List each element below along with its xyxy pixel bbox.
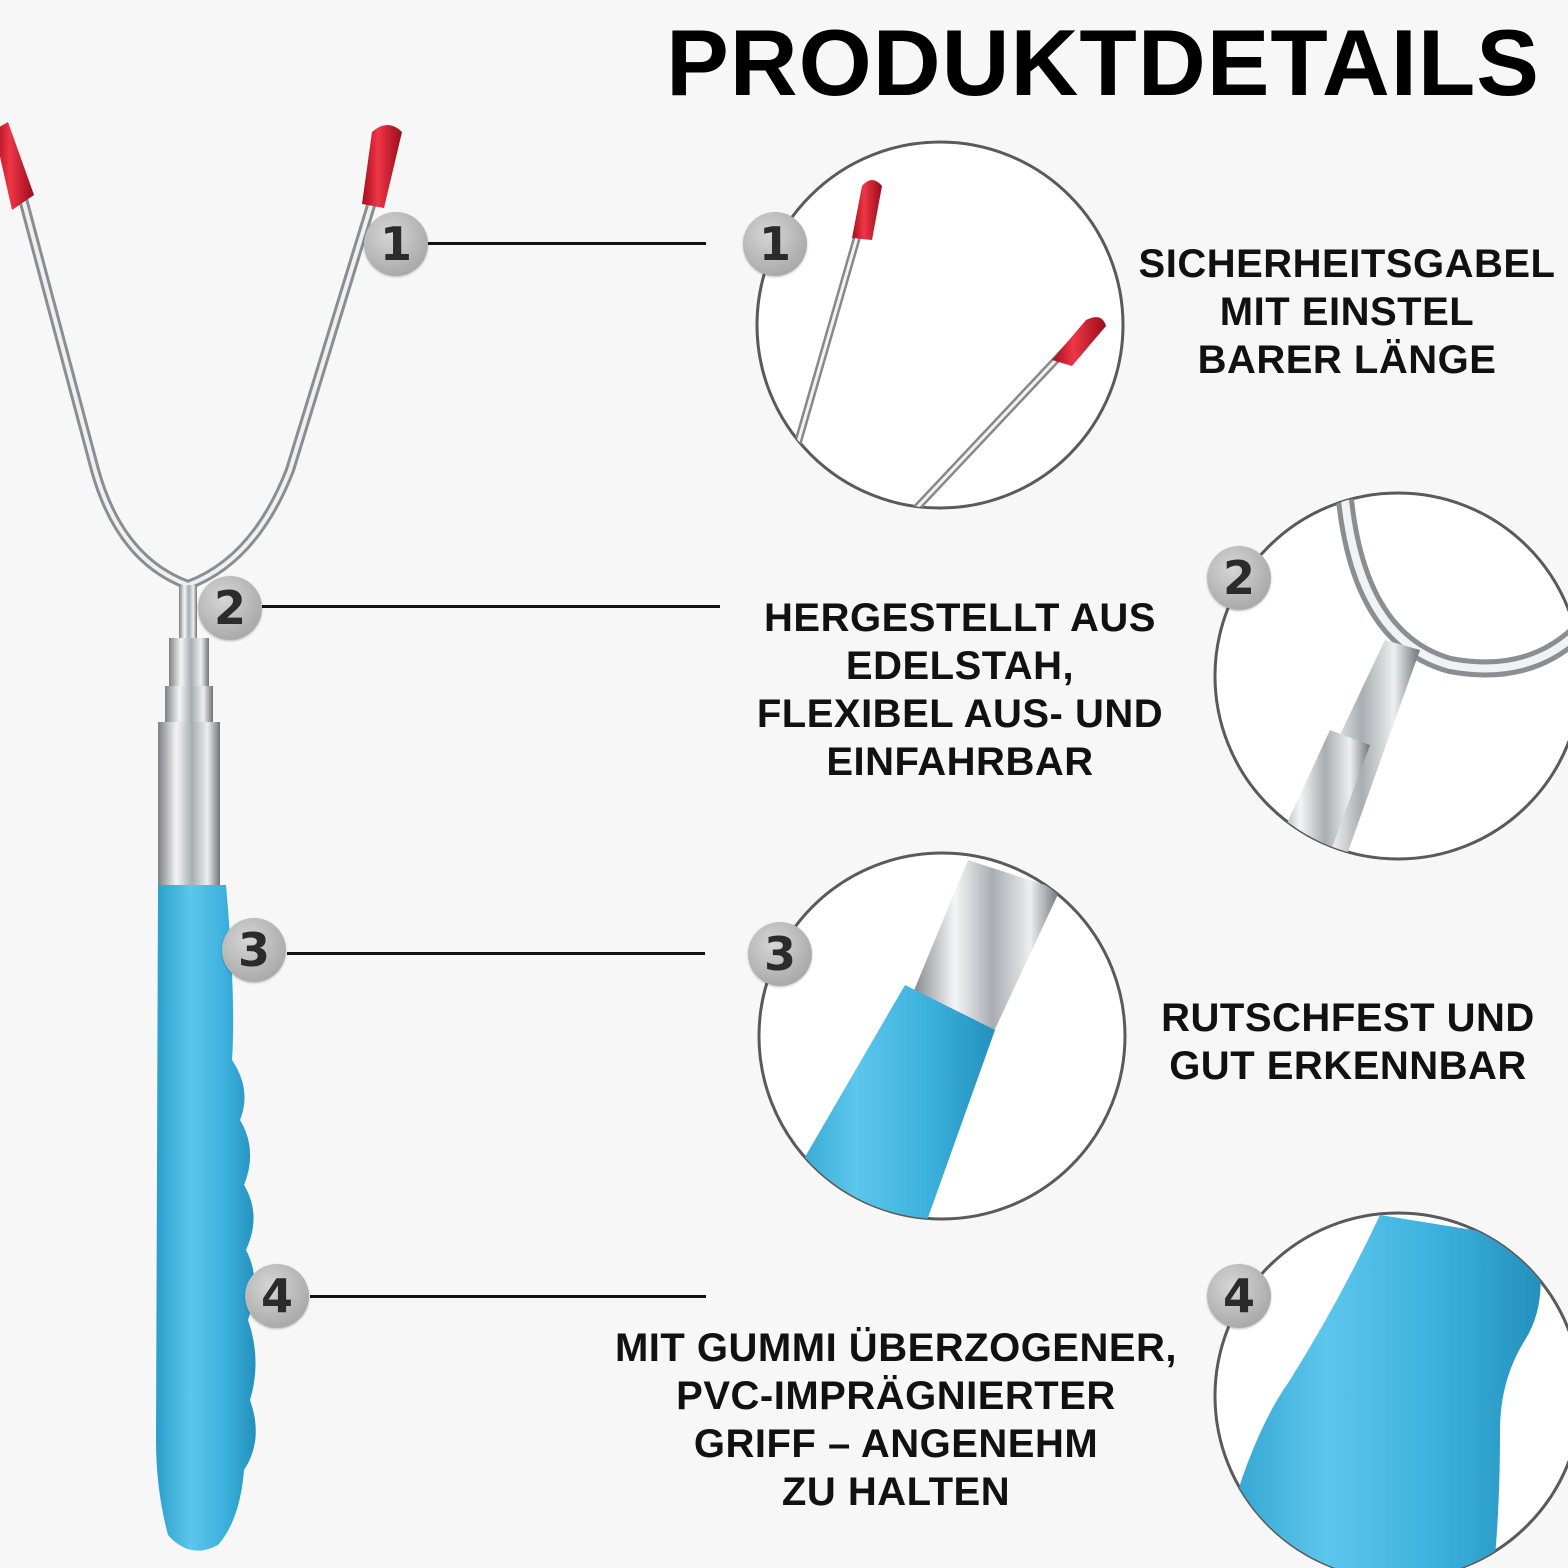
zoom-badge-number-2: 2 xyxy=(1207,546,1271,610)
feature-2-line-1: HERGESTELLT AUS xyxy=(764,596,1156,640)
feature-text-4: MIT GUMMI ÜBERZOGENER, PVC-IMPRÄGNIERTER… xyxy=(566,1324,1226,1516)
red-tip-right xyxy=(362,125,402,208)
zoom-circle-2 xyxy=(1213,491,1568,861)
feature-text-2: HERGESTELLT AUS EDELSTAH, FLEXIBEL AUS- … xyxy=(722,594,1198,786)
feature-2-line-2: EDELSTAH, xyxy=(845,644,1075,688)
zoom-badge-number-4: 4 xyxy=(1207,1264,1271,1328)
feature-text-3: RUTSCHFEST UND GUT ERKENNBAR xyxy=(1128,994,1568,1090)
badge-number-1: 1 xyxy=(364,212,428,276)
feature-3-line-1: RUTSCHFEST UND xyxy=(1161,996,1535,1040)
feature-4-line-3: GRIFF – ANGENEHM xyxy=(693,1422,1099,1466)
red-tip-left xyxy=(0,122,34,210)
feature-1-line-2: MIT EINSTEL xyxy=(1219,290,1475,334)
zoom-badge-number-3: 3 xyxy=(748,922,812,986)
feature-4-line-4: ZU HALTEN xyxy=(781,1470,1011,1514)
feature-4-line-2: PVC-IMPRÄGNIERTER xyxy=(676,1374,1116,1418)
leader-line-4 xyxy=(310,1295,706,1298)
zoom-badge-number-1: 1 xyxy=(743,212,807,276)
leader-line-2 xyxy=(262,605,720,608)
zoom-circle-4 xyxy=(1213,1211,1568,1568)
feature-4-line-1: MIT GUMMI ÜBERZOGENER, xyxy=(614,1326,1178,1370)
feature-2-line-3: FLEXIBEL AUS- UND xyxy=(756,692,1164,736)
zoom-circle-1 xyxy=(755,140,1125,510)
feature-1-line-3: BARER LÄNGE xyxy=(1197,338,1497,382)
page-title: PRODUKTDETAILS xyxy=(666,10,1540,115)
leader-line-3 xyxy=(287,952,705,955)
zoom-circle-3 xyxy=(757,851,1127,1221)
badge-number-3: 3 xyxy=(222,918,286,982)
feature-3-line-2: GUT ERKENNBAR xyxy=(1169,1044,1527,1088)
badge-number-2: 2 xyxy=(198,576,262,640)
feature-1-line-1: SICHERHEITSGABEL xyxy=(1138,242,1556,286)
leader-line-1 xyxy=(428,242,706,245)
badge-number-4: 4 xyxy=(245,1264,309,1328)
feature-2-line-4: EINFAHRBAR xyxy=(826,740,1094,784)
fork-illustration xyxy=(0,122,402,1551)
feature-text-1: SICHERHEITSGABEL MIT EINSTEL BARER LÄNGE xyxy=(1112,240,1568,384)
